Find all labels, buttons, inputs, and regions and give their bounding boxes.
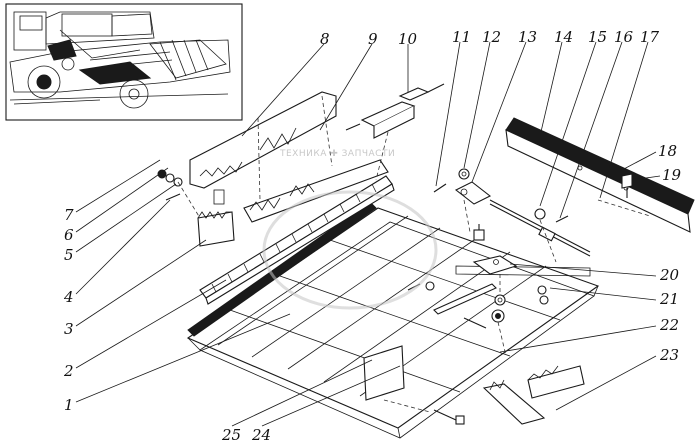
leader-19 <box>631 175 661 181</box>
adjuster-rod <box>433 168 651 257</box>
watermark-emblem <box>262 190 438 310</box>
assembly-guides <box>177 95 557 413</box>
clamp-bracket <box>345 83 445 139</box>
callout-12: 12 <box>482 28 501 46</box>
leader-8 <box>241 43 325 137</box>
callout-24: 24 <box>251 426 271 444</box>
leader-1 <box>75 313 291 403</box>
leader-6 <box>75 167 169 233</box>
inset-frame <box>5 3 243 121</box>
callout-25: 25 <box>221 426 241 444</box>
leader-4 <box>75 199 171 295</box>
leader-18 <box>621 151 657 171</box>
callout-20: 20 <box>659 266 680 284</box>
comb-strip <box>199 175 395 305</box>
callout-13: 13 <box>518 28 537 46</box>
callout-21: 21 <box>659 290 679 308</box>
callout-15: 15 <box>588 28 607 46</box>
callout-19: 19 <box>662 166 682 184</box>
callout-4: 4 <box>63 288 74 306</box>
leader-9 <box>319 43 373 131</box>
leader-23 <box>555 355 657 411</box>
leader-25 <box>231 359 373 427</box>
leader-17 <box>599 41 649 199</box>
callout-17: 17 <box>640 28 660 46</box>
callout-1: 1 <box>64 396 74 414</box>
callout-10: 10 <box>398 30 418 48</box>
bottom-parts <box>433 365 585 425</box>
sieve-frame <box>186 201 600 439</box>
callout-6: 6 <box>64 226 74 244</box>
callout-labels: 1 2 3 4 5 6 7 8 9 10 11 12 13 14 15 16 1… <box>63 28 682 444</box>
leader-16 <box>559 41 623 219</box>
leader-13 <box>471 41 527 183</box>
side-lever <box>407 255 549 329</box>
callout-18: 18 <box>658 142 677 160</box>
toothed-bar <box>189 91 337 205</box>
watermark-text: ТЕХНИКА ✚ ЗАПЧАСТИ <box>279 149 395 159</box>
callout-14: 14 <box>554 28 573 46</box>
leader-5 <box>75 183 177 253</box>
leader-3 <box>75 239 207 327</box>
callout-5: 5 <box>64 246 74 264</box>
leader-2 <box>75 279 227 369</box>
finger-plate <box>197 211 235 247</box>
leader-21 <box>549 287 657 301</box>
leader-11 <box>435 41 461 187</box>
callout-9: 9 <box>368 30 378 48</box>
callout-16: 16 <box>614 28 634 46</box>
callout-22: 22 <box>659 316 679 334</box>
combine-body <box>9 11 231 109</box>
lower-toothed-bar <box>243 159 389 223</box>
watermark: ТЕХНИКА ✚ ЗАПЧАСТИ <box>262 149 438 310</box>
leader-14 <box>539 41 563 137</box>
left-fasteners <box>157 169 183 201</box>
callout-2: 2 <box>63 362 74 380</box>
callout-8: 8 <box>320 30 330 48</box>
frame-seal-strip <box>187 201 377 337</box>
leader-lines <box>75 41 661 427</box>
callout-3: 3 <box>64 320 74 338</box>
leader-7 <box>75 159 161 213</box>
callout-23: 23 <box>659 346 679 364</box>
combine-inset <box>5 3 243 121</box>
callout-11: 11 <box>452 28 471 46</box>
leader-20 <box>509 263 657 277</box>
leader-24 <box>261 365 401 427</box>
callout-7: 7 <box>64 206 74 224</box>
leader-12 <box>463 41 491 169</box>
leader-15 <box>539 41 597 207</box>
leader-22 <box>499 325 657 353</box>
